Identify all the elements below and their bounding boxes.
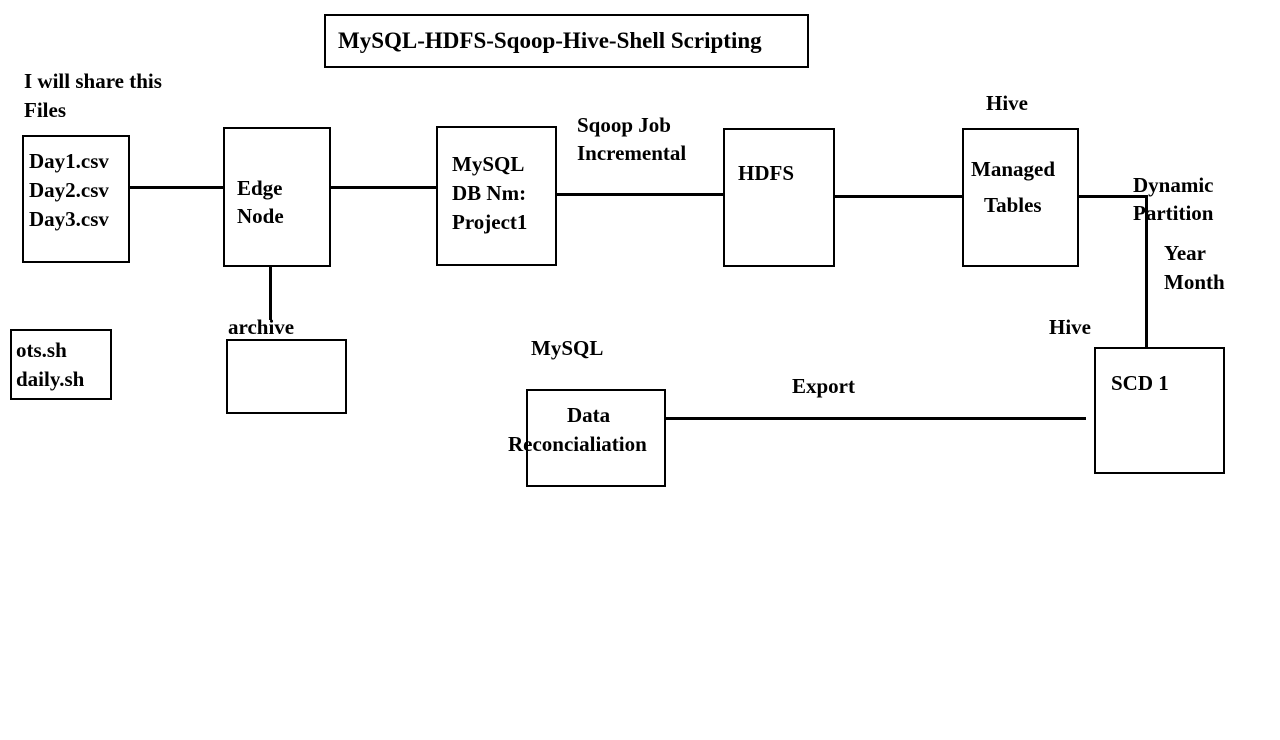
edge-node-line-1: Edge: [237, 176, 283, 200]
hdfs-label: HDFS: [738, 161, 795, 185]
file-item: Day1.csv: [29, 149, 109, 173]
file-item: Day3.csv: [29, 207, 109, 231]
sqoop-label-line-2: Incremental: [577, 141, 687, 165]
diagram-title-box: MySQL-HDFS-Sqoop-Hive-Shell Scripting: [324, 14, 809, 68]
diagram-title: MySQL-HDFS-Sqoop-Hive-Shell Scripting: [338, 28, 762, 53]
connector-scd-recon: [666, 417, 1086, 420]
archive-box: [226, 339, 347, 414]
hive-label-scd: Hive: [1049, 315, 1091, 339]
dynamic-label-line-1: Dynamic: [1133, 173, 1214, 197]
edge-node-box: Edge Node: [223, 127, 331, 267]
scripts-box: ots.sh daily.sh: [10, 329, 112, 400]
mysql-recon-label: MySQL: [531, 336, 604, 360]
connector-managed-partition: [1079, 195, 1147, 198]
mysql-line-1: MySQL: [452, 152, 525, 176]
script-item: daily.sh: [16, 367, 85, 391]
mysql-line-3: Project1: [452, 210, 528, 234]
archive-label: archive: [228, 315, 295, 339]
year-label: Year: [1164, 241, 1206, 265]
sqoop-label-line-1: Sqoop Job: [577, 113, 671, 137]
connector-edge-mysql: [331, 186, 437, 189]
month-label: Month: [1164, 270, 1225, 294]
connector-edge-archive: [269, 267, 272, 320]
managed-line-2: Tables: [984, 193, 1042, 217]
recon-line-2: Reconcialiation: [508, 432, 647, 456]
files-box: Day1.csv Day2.csv Day3.csv: [22, 135, 130, 263]
export-label: Export: [792, 374, 855, 398]
connector-files-edge: [130, 186, 224, 189]
reconciliation-box: [526, 389, 666, 487]
managed-tables-box: Managed Tables: [962, 128, 1079, 267]
managed-line-1: Managed: [971, 157, 1055, 181]
scd-label: SCD 1: [1111, 371, 1169, 395]
dynamic-label-line-2: Partition: [1133, 201, 1214, 225]
share-note-line-2: Files: [24, 98, 66, 122]
connector-hdfs-managed: [835, 195, 963, 198]
mysql-db-box: MySQL DB Nm: Project1: [436, 126, 557, 266]
edge-node-line-2: Node: [237, 204, 284, 228]
scd-box: SCD 1: [1094, 347, 1225, 474]
script-item: ots.sh: [16, 338, 67, 362]
hdfs-box: HDFS: [723, 128, 835, 267]
connector-partition-scd: [1145, 195, 1148, 347]
share-note-line-1: I will share this: [24, 69, 162, 93]
file-item: Day2.csv: [29, 178, 109, 202]
hive-label-top: Hive: [986, 91, 1028, 115]
connector-mysql-hdfs: [557, 193, 724, 196]
mysql-line-2: DB Nm:: [452, 181, 527, 205]
recon-line-1: Data: [567, 403, 611, 427]
